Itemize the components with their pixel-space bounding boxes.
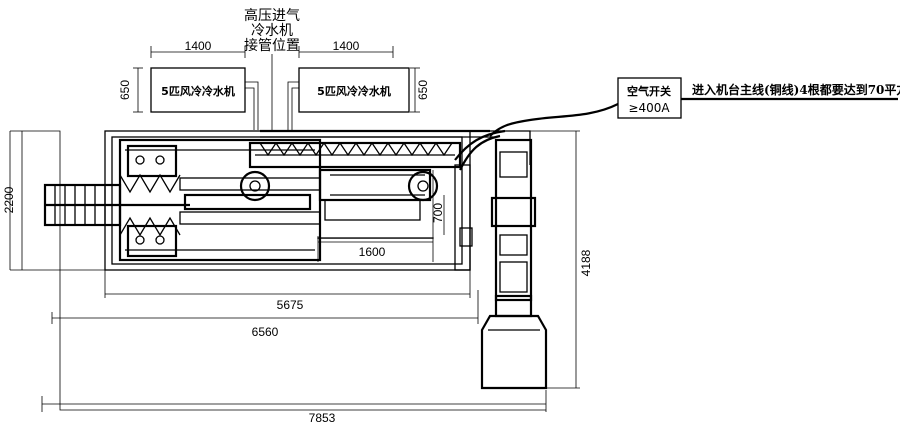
- inner-height-dim: 700: [431, 203, 445, 223]
- gear-left: [239, 170, 271, 202]
- chiller-right-depth-dim: 650: [416, 80, 430, 100]
- chiller-right-label: 5匹风冷冷水机: [317, 84, 391, 98]
- total-length-dim: 7853: [309, 411, 336, 425]
- chiller-left-width-dim: 1400: [185, 39, 212, 53]
- inner-width-dim: 1600: [359, 245, 386, 259]
- machine-height-dim: 2200: [2, 186, 16, 213]
- main-cable-note: 进入机台主线(铜线)4根都要达到70平方毫米以上: [692, 82, 900, 97]
- machine-body: 1600 700: [43, 129, 495, 271]
- outer-frame: 2200 4188 5675 6560 7853: [2, 130, 593, 425]
- air-inlet-label-3: 接管位置: [244, 37, 300, 54]
- frame-length-dim: 6560: [252, 325, 279, 339]
- chiller-right: 1400 5匹风冷冷水机 650: [298, 39, 430, 113]
- chiller-right-box: [298, 67, 410, 113]
- chiller-left: 1400 5匹风冷冷水机 650: [118, 39, 246, 113]
- chiller-right-width-dim: 1400: [333, 39, 360, 53]
- air-inlet-label-1: 高压进气: [244, 7, 300, 24]
- chiller-left-label: 5匹风冷冷水机: [161, 84, 235, 98]
- hopper: [480, 314, 548, 390]
- air-switch: 空气开关 ≥400A 进入机台主线(铜线)4根都要达到70平方毫米以上: [489, 77, 900, 137]
- machine-length-dim: 5675: [277, 298, 304, 312]
- chiller-left-box: [150, 67, 246, 113]
- chiller-left-depth-dim: 650: [118, 80, 132, 100]
- total-depth-dim: 4188: [579, 249, 593, 276]
- air-inlet-label-2: 冷水机: [251, 23, 293, 39]
- chiller-pipes: [245, 54, 299, 130]
- air-switch-label-2: ≥400A: [628, 101, 670, 115]
- feeder-column: [454, 129, 548, 390]
- air-switch-label-1: 空气开关: [627, 84, 671, 98]
